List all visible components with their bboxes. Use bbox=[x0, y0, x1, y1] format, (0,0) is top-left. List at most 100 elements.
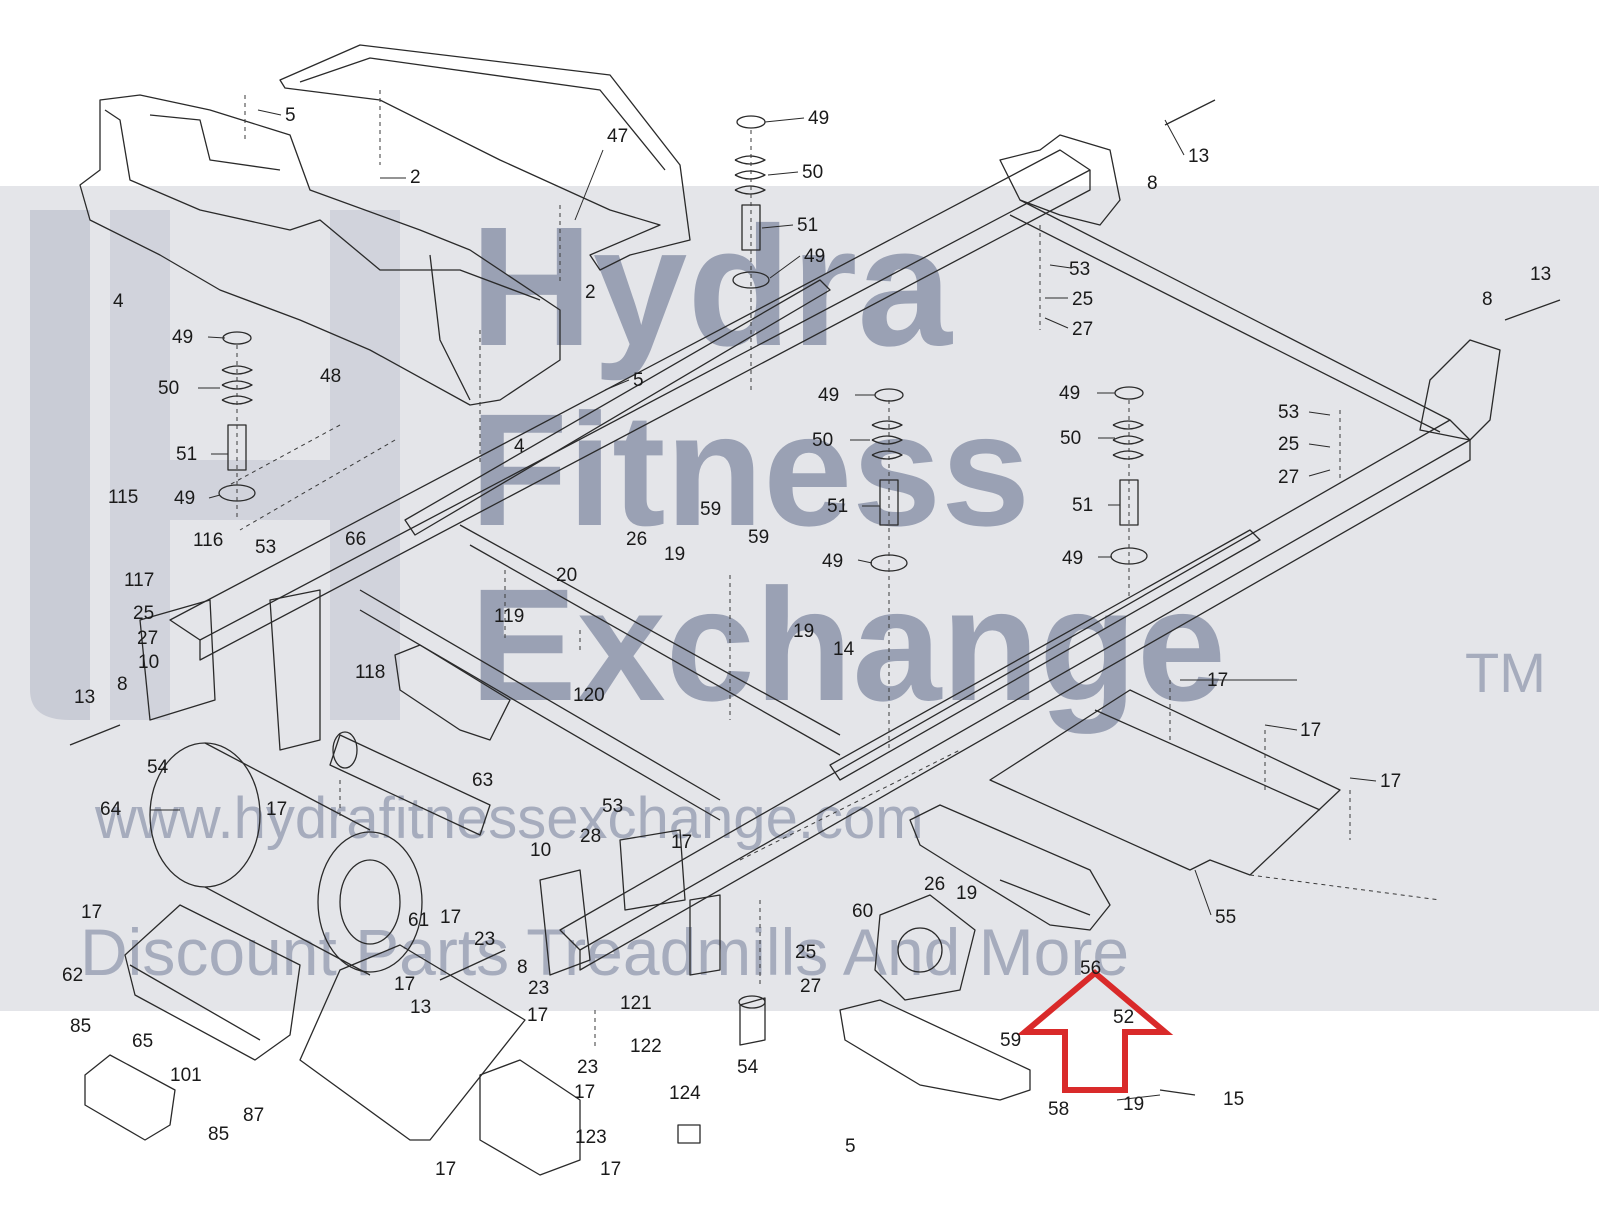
callout-59: 59 bbox=[700, 499, 721, 520]
callout-48: 48 bbox=[320, 366, 341, 387]
callout-27: 27 bbox=[137, 628, 158, 649]
callout-17: 17 bbox=[1300, 720, 1321, 741]
callout-56: 56 bbox=[1080, 958, 1101, 979]
callout-17: 17 bbox=[440, 907, 461, 928]
callout-8: 8 bbox=[1482, 289, 1493, 310]
callout-54: 54 bbox=[737, 1057, 759, 1078]
callout-119: 119 bbox=[494, 606, 524, 627]
callout-55: 55 bbox=[1215, 907, 1236, 928]
callout-49: 49 bbox=[174, 488, 195, 509]
watermark-logo bbox=[30, 210, 400, 720]
callout-53: 53 bbox=[1069, 259, 1090, 280]
callout-54: 54 bbox=[147, 757, 169, 778]
callout-17: 17 bbox=[266, 799, 287, 820]
callout-27: 27 bbox=[1278, 467, 1299, 488]
callout-53: 53 bbox=[602, 796, 623, 817]
callout-17: 17 bbox=[671, 832, 692, 853]
callout-26: 26 bbox=[924, 874, 945, 895]
callout-52: 52 bbox=[1113, 1007, 1134, 1028]
callout-49: 49 bbox=[818, 385, 839, 406]
callout-61: 61 bbox=[408, 910, 429, 931]
highlight-arrow bbox=[1016, 969, 1174, 1093]
callout-14: 14 bbox=[833, 639, 855, 660]
callout-53: 53 bbox=[255, 537, 276, 558]
callout-19: 19 bbox=[1123, 1094, 1144, 1115]
watermark-brand-line2: Fitness bbox=[470, 380, 1030, 559]
callout-17: 17 bbox=[527, 1005, 548, 1026]
watermark-trademark: TM bbox=[1465, 641, 1546, 704]
callout-28: 28 bbox=[580, 826, 601, 847]
watermark-website: www.hydrafitnessexchange.com bbox=[94, 786, 924, 851]
callout-19: 19 bbox=[956, 883, 977, 904]
callout-124: 124 bbox=[669, 1083, 701, 1104]
callout-49: 49 bbox=[1059, 383, 1080, 404]
callout-101: 101 bbox=[170, 1065, 202, 1086]
callout-85: 85 bbox=[208, 1124, 229, 1145]
watermark-brand-line1: Hydra bbox=[470, 192, 953, 382]
callout-49: 49 bbox=[172, 327, 193, 348]
callout-10: 10 bbox=[138, 652, 159, 673]
callout-27: 27 bbox=[800, 976, 821, 997]
callout-49: 49 bbox=[808, 108, 829, 129]
callout-116: 116 bbox=[193, 530, 223, 551]
watermark-tagline: Discount Parts Treadmills And More bbox=[80, 915, 1129, 989]
callout-13: 13 bbox=[410, 997, 431, 1018]
callout-25: 25 bbox=[133, 603, 154, 624]
callout-10: 10 bbox=[530, 840, 551, 861]
watermark-brand-line3: Exchange bbox=[470, 555, 1226, 734]
callout-17: 17 bbox=[394, 974, 415, 995]
callout-23: 23 bbox=[528, 978, 549, 999]
callout-8: 8 bbox=[517, 957, 528, 978]
callout-121: 121 bbox=[620, 993, 652, 1014]
callout-85: 85 bbox=[70, 1016, 91, 1037]
callout-66: 66 bbox=[345, 529, 366, 550]
callout-51: 51 bbox=[797, 215, 818, 236]
callout-5: 5 bbox=[285, 105, 296, 126]
callout-115: 115 bbox=[108, 487, 138, 508]
callout-50: 50 bbox=[802, 162, 823, 183]
line-art bbox=[69, 44, 1561, 1176]
callout-5: 5 bbox=[845, 1136, 856, 1157]
callout-17: 17 bbox=[574, 1082, 595, 1103]
callout-25: 25 bbox=[1278, 434, 1299, 455]
callout-123: 123 bbox=[575, 1127, 607, 1148]
callout-118: 118 bbox=[355, 662, 385, 683]
callout-59: 59 bbox=[1000, 1030, 1021, 1051]
callout-23: 23 bbox=[577, 1057, 598, 1078]
callout-19: 19 bbox=[664, 544, 685, 565]
callout-59: 59 bbox=[748, 527, 769, 548]
callout-63: 63 bbox=[472, 770, 493, 791]
callout-27: 27 bbox=[1072, 319, 1093, 340]
callout-49: 49 bbox=[804, 246, 825, 267]
callout-64: 64 bbox=[100, 799, 122, 820]
callout-51: 51 bbox=[176, 444, 197, 465]
callout-117: 117 bbox=[124, 570, 154, 591]
callout-20: 20 bbox=[556, 565, 577, 586]
callout-53: 53 bbox=[1278, 402, 1299, 423]
callout-65: 65 bbox=[132, 1031, 153, 1052]
callout-13: 13 bbox=[74, 687, 95, 708]
callout-60: 60 bbox=[852, 901, 873, 922]
callout-4: 4 bbox=[514, 436, 525, 457]
callout-49: 49 bbox=[1062, 548, 1083, 569]
leader-lines bbox=[150, 109, 1377, 1101]
callout-layer: 5 2 47 49 50 51 49 13 8 4 2 53 25 27 13 … bbox=[62, 105, 1551, 1180]
callout-17: 17 bbox=[435, 1159, 456, 1180]
callout-8: 8 bbox=[1147, 173, 1158, 194]
callout-50: 50 bbox=[812, 430, 833, 451]
callout-17: 17 bbox=[81, 902, 102, 923]
callout-23: 23 bbox=[474, 929, 495, 950]
callout-17: 17 bbox=[1380, 771, 1401, 792]
callout-26: 26 bbox=[626, 529, 647, 550]
callout-8: 8 bbox=[117, 674, 128, 695]
callout-58: 58 bbox=[1048, 1099, 1069, 1120]
callout-17: 17 bbox=[600, 1159, 621, 1180]
callout-122: 122 bbox=[630, 1036, 662, 1057]
callout-47: 47 bbox=[607, 126, 628, 147]
callout-62: 62 bbox=[62, 965, 83, 986]
callout-51: 51 bbox=[1072, 495, 1093, 516]
callout-13: 13 bbox=[1188, 146, 1209, 167]
callout-50: 50 bbox=[1060, 428, 1081, 449]
callout-4: 4 bbox=[113, 291, 124, 312]
